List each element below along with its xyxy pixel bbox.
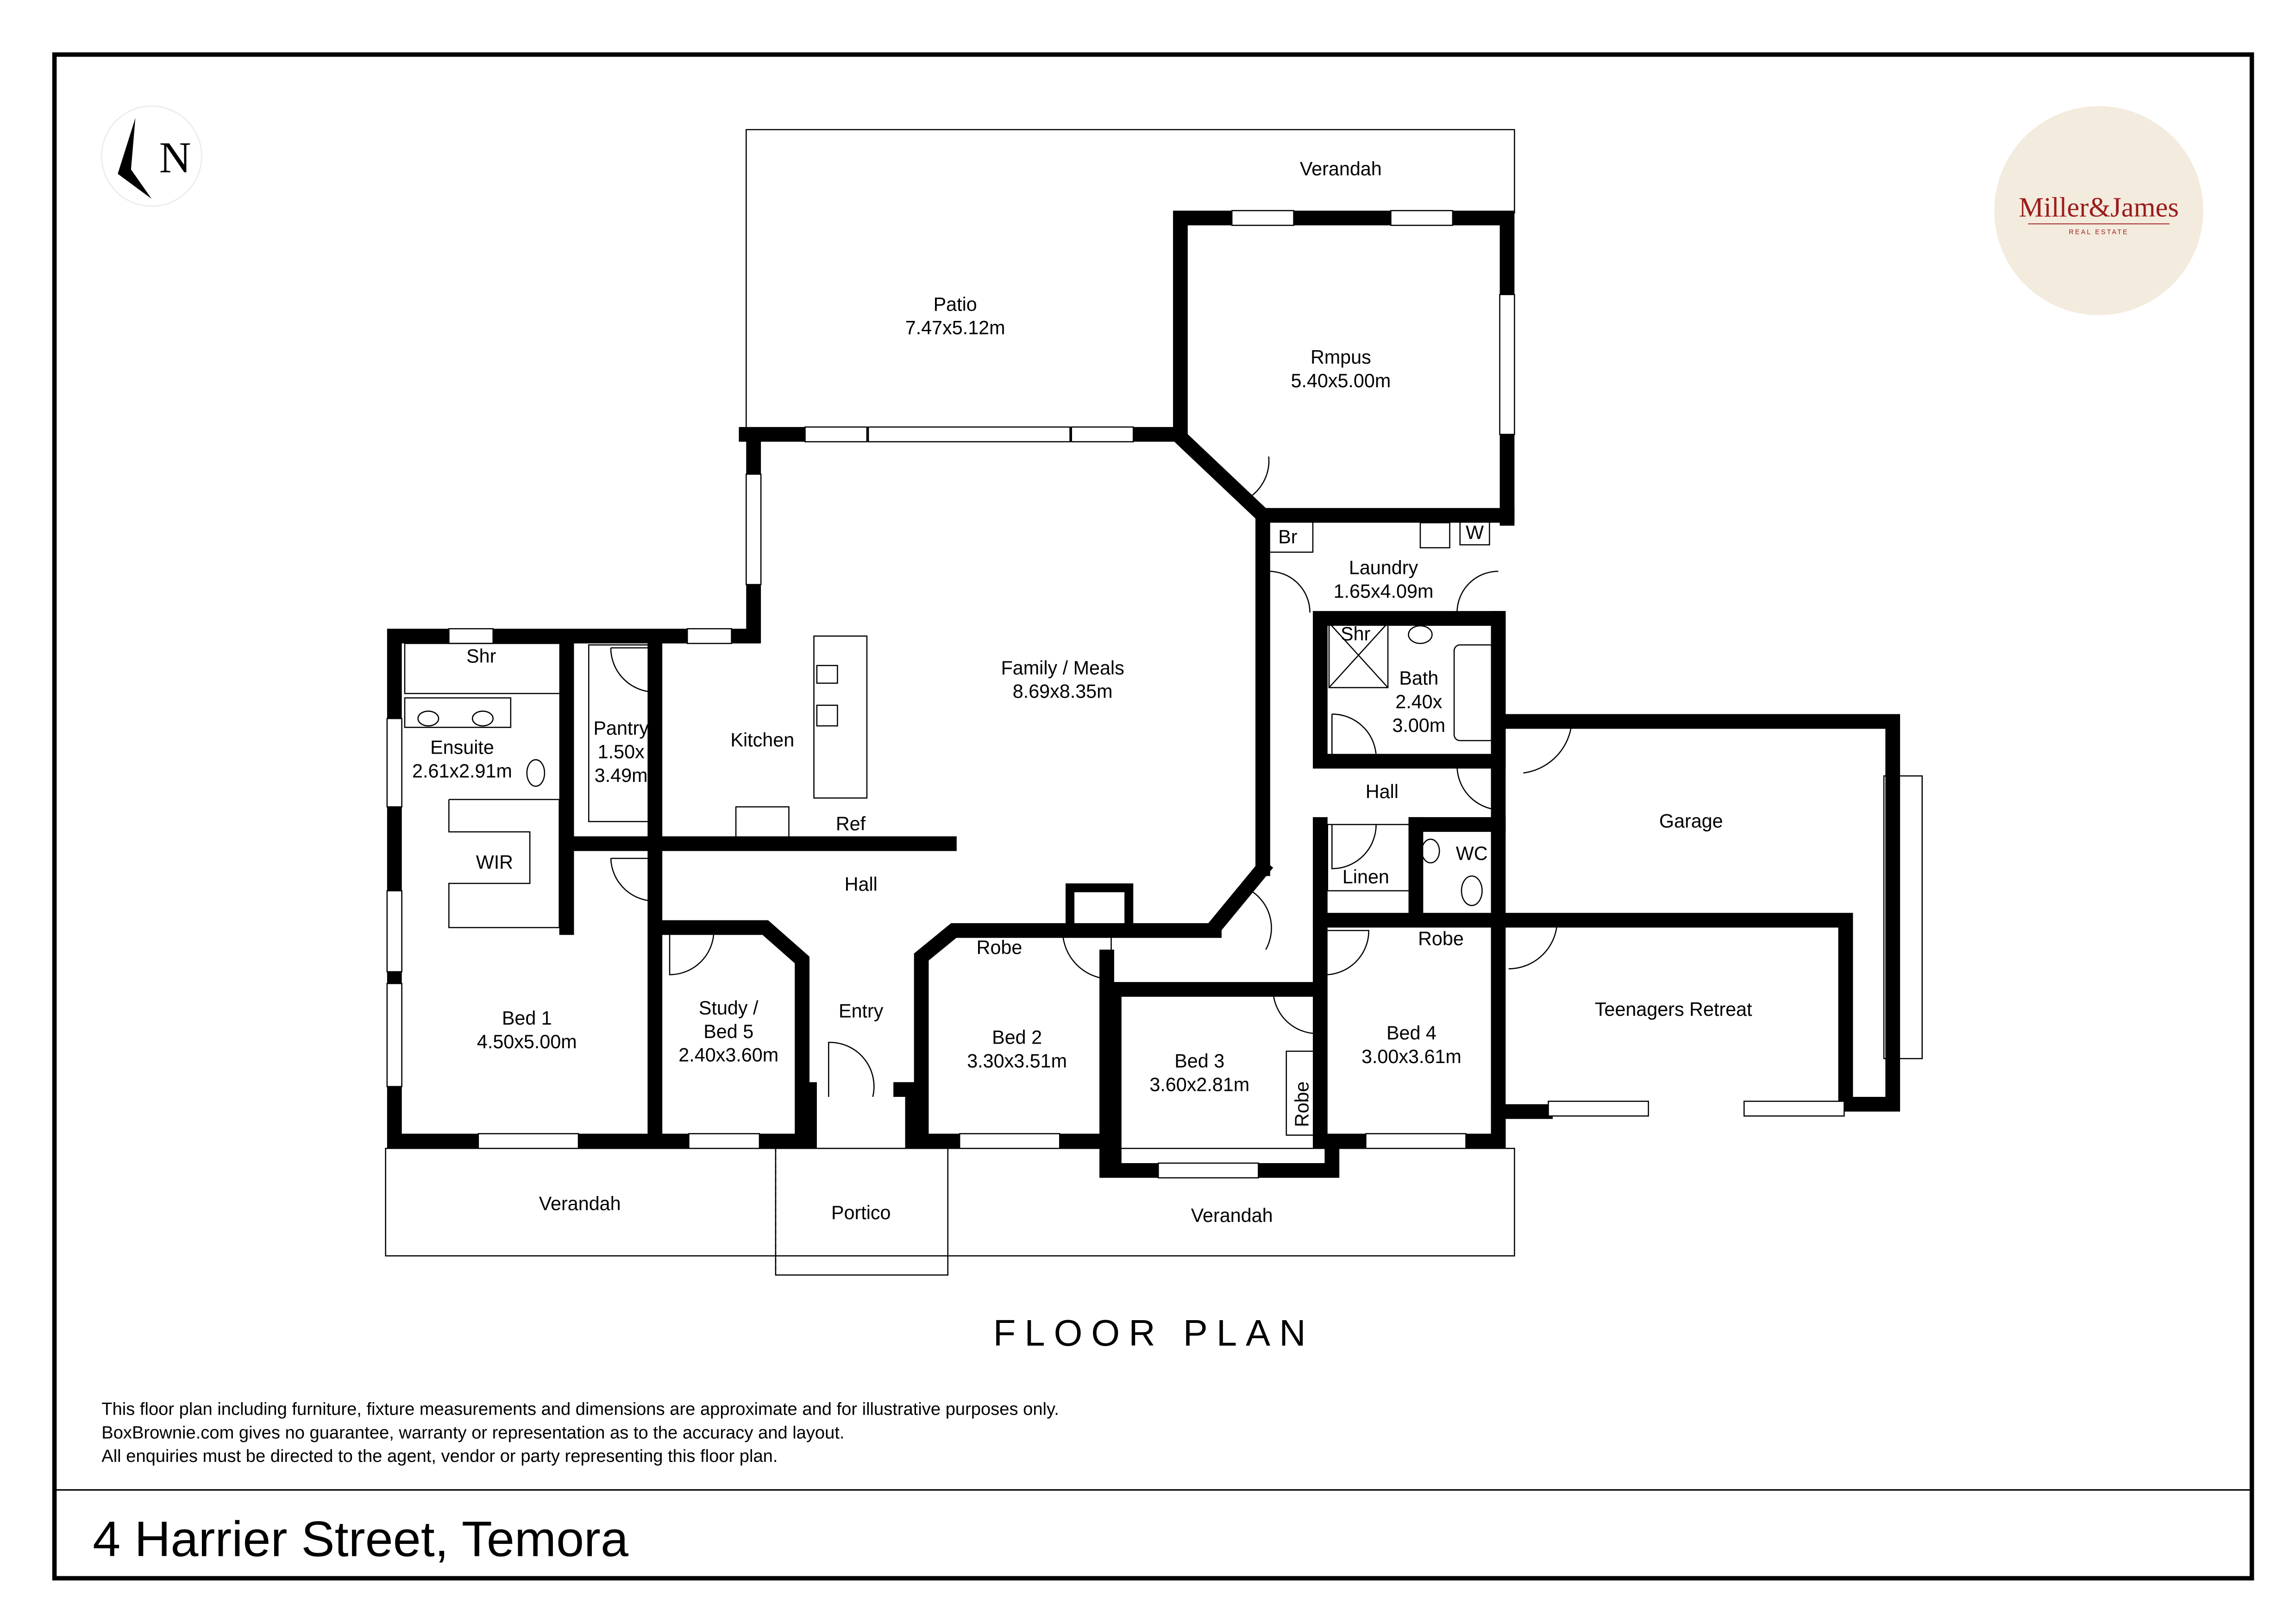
dims-rmpus: 5.40x5.00m (1291, 370, 1391, 391)
label-kitchen: Kitchen (730, 730, 794, 751)
dims-bed2: 3.30x3.51m (967, 1050, 1067, 1071)
room-labels: Verandah Patio 7.47x5.12m Rmpus 5.40x5.0… (412, 158, 1752, 1226)
property-address: 4 Harrier Street, Temora (93, 1511, 629, 1567)
label-hall-center: Hall (845, 874, 878, 895)
label-robe-bed4: Robe (1418, 928, 1464, 950)
disclaimer-line-3: All enquiries must be directed to the ag… (101, 1446, 778, 1466)
label-garage: Garage (1659, 810, 1723, 831)
dims-bed3: 3.60x2.81m (1149, 1074, 1249, 1095)
dims-study: 2.40x3.60m (678, 1045, 778, 1066)
label-pantry: Pantry (594, 718, 649, 739)
cooktop-icon (735, 806, 790, 840)
dims-family: 8.69x8.35m (1013, 681, 1113, 702)
ensuite-shower-icon (404, 642, 563, 694)
disclaimer-line-1: This floor plan including furniture, fix… (101, 1399, 1059, 1419)
label-patio: Patio (934, 294, 977, 315)
logo-name: Miller&James (2019, 192, 2178, 223)
fixtures (404, 519, 1496, 1136)
dims-laundry: 1.65x4.09m (1334, 581, 1434, 602)
label-portico: Portico (831, 1202, 891, 1223)
compass-label: N (159, 133, 191, 182)
ensuite-toilet-icon (526, 759, 546, 787)
label-verandah-top: Verandah (1300, 158, 1382, 179)
north-compass-icon: N (100, 105, 203, 207)
dims-bath-1: 2.40x (1395, 691, 1442, 712)
doors (610, 456, 1573, 1097)
ensuite-vanity-icon (404, 697, 512, 728)
bathtub-icon (1453, 644, 1496, 742)
label-laundry: Laundry (1349, 557, 1418, 579)
label-ref: Ref (836, 813, 866, 835)
wc-toilet-icon (1421, 838, 1440, 863)
dims-bed1: 4.50x5.00m (477, 1031, 577, 1052)
label-shr-bath: Shr (1341, 623, 1371, 645)
dims-patio: 7.47x5.12m (905, 317, 1005, 339)
laundry-tub-icon (1419, 522, 1450, 548)
dims-bed4: 3.00x3.61m (1361, 1046, 1462, 1067)
label-entry: Entry (839, 1000, 884, 1021)
dims-bath-2: 3.00m (1392, 715, 1445, 736)
label-verandah-left: Verandah (539, 1193, 621, 1215)
label-linen: Linen (1342, 866, 1389, 888)
logo-tagline: REAL ESTATE (2069, 229, 2128, 236)
label-bed4: Bed 4 (1386, 1022, 1437, 1044)
outdoor-outlines (385, 129, 1923, 1276)
dims-ensuite: 2.61x2.91m (412, 760, 512, 781)
label-robe-bed3: Robe (1291, 1082, 1312, 1127)
plan-title: FLOOR PLAN (993, 1312, 1315, 1353)
label-study: Study / (699, 997, 759, 1019)
kitchen-island-icon (813, 635, 868, 799)
page-frame (52, 52, 2254, 1581)
bath-basin-icon (1408, 625, 1433, 644)
agency-logo: Miller&James REAL ESTATE (1994, 106, 2203, 315)
label-wir: WIR (476, 851, 513, 873)
dims-pantry-1: 1.50x (598, 741, 645, 762)
dims-pantry-2: 3.49m (595, 765, 648, 786)
label-bed3: Bed 3 (1174, 1050, 1224, 1071)
label-br: Br (1278, 526, 1298, 548)
label-bed2: Bed 2 (992, 1027, 1042, 1048)
disclaimer-line-2: BoxBrownie.com gives no guarantee, warra… (101, 1423, 844, 1442)
label-shr-ensuite: Shr (466, 645, 496, 667)
label-wc: WC (1456, 843, 1488, 864)
label-rmpus: Rmpus (1311, 346, 1371, 368)
label-bed1: Bed 1 (502, 1007, 552, 1029)
walls (387, 210, 1901, 1178)
label-hall-right: Hall (1366, 781, 1399, 802)
label-bath: Bath (1399, 667, 1438, 689)
label-ensuite: Ensuite (430, 736, 494, 758)
label-teenagers-retreat: Teenagers Retreat (1595, 999, 1752, 1020)
label-bed5: Bed 5 (703, 1021, 753, 1042)
label-verandah-right: Verandah (1191, 1205, 1273, 1226)
label-family: Family / Meals (1001, 657, 1124, 679)
label-robe-bed2: Robe (977, 937, 1023, 958)
windows (386, 210, 1845, 1179)
bath-shower-icon (1328, 622, 1389, 688)
label-washer: W (1466, 522, 1484, 543)
